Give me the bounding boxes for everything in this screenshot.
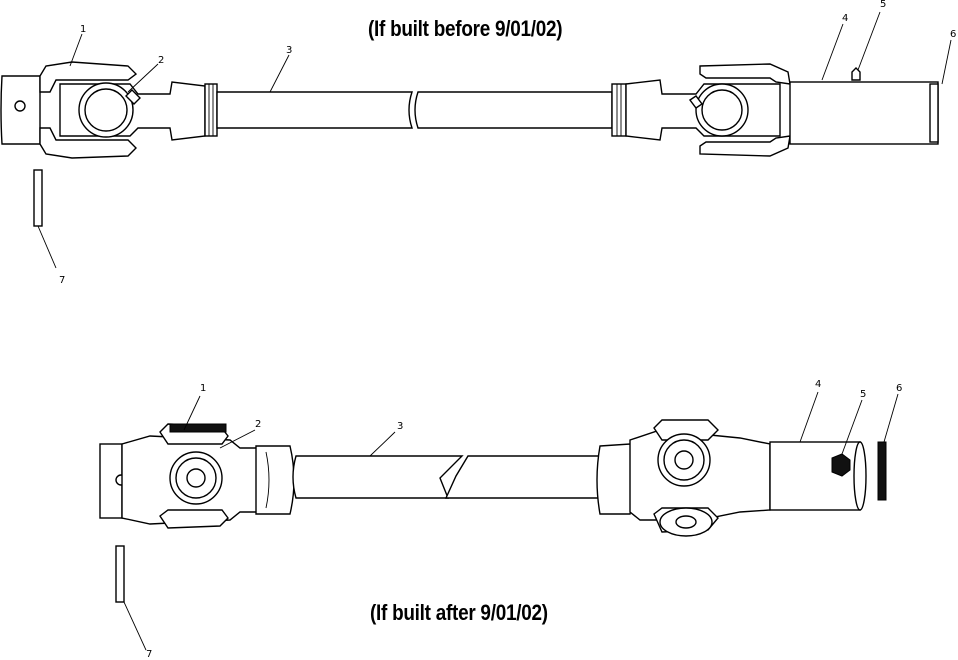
- callout-bottom-2: 2: [255, 419, 262, 430]
- bottom-right-bearing-outer: [657, 433, 711, 487]
- top-right-cross-bearing-inner: [701, 89, 743, 131]
- top-slip-yoke: [789, 81, 939, 145]
- top-right-yoke-arm-upper: [699, 63, 791, 85]
- top-left-yoke-arm-upper: [39, 61, 138, 93]
- bottom-left-yoke-arm-lower: [159, 509, 229, 529]
- bottom-left-collar: [255, 445, 295, 515]
- bottom-slip-yoke: [769, 441, 861, 511]
- caption-after: (If built after 9/01/02): [370, 600, 548, 625]
- bottom-spring: [877, 441, 887, 501]
- bottom-right-bearing-inner: [674, 450, 694, 470]
- callout-top-3: 3: [286, 45, 293, 56]
- top-right-grease-fitting: [688, 95, 704, 109]
- top-left-collar: [204, 83, 218, 137]
- top-left-yoke-arm-lower: [39, 127, 137, 159]
- callout-top-2: 2: [158, 55, 165, 66]
- bottom-left-bearing-outer: [169, 451, 223, 505]
- top-right-yoke-arm-lower: [699, 135, 791, 157]
- top-left-cross-bearing-outer: [78, 82, 134, 138]
- caption-before: (If built before 9/01/02): [368, 16, 563, 41]
- top-left-yoke-flange: [0, 75, 41, 145]
- callout-top-4: 4: [842, 13, 849, 24]
- callout-bottom-5: 5: [860, 389, 867, 400]
- bottom-assembly: [99, 419, 887, 603]
- top-roll-pin: [33, 169, 43, 227]
- bottom-roll-pin: [115, 545, 125, 603]
- callout-bottom-7: 7: [146, 649, 153, 660]
- bottom-left-flange: [169, 423, 227, 433]
- top-zerk-fitting: [851, 67, 861, 81]
- bottom-left-bearing-inner: [186, 468, 206, 488]
- top-tube-right: [414, 91, 613, 129]
- callout-bottom-4: 4: [815, 379, 822, 390]
- bottom-slip-yoke-end: [853, 441, 867, 511]
- bottom-left-bearing-mid: [175, 457, 217, 499]
- top-left-grease-fitting: [125, 89, 141, 105]
- bottom-right-lower-bearing: [659, 507, 713, 537]
- callout-top-7: 7: [59, 275, 66, 286]
- top-tube: [216, 91, 413, 129]
- callout-top-5: 5: [880, 0, 887, 10]
- callout-top-1: 1: [80, 24, 87, 35]
- top-right-collar: [611, 83, 627, 137]
- callout-top-6: 6: [950, 29, 957, 40]
- callout-bottom-3: 3: [397, 421, 404, 432]
- top-assembly: [0, 61, 939, 227]
- bottom-right-bearing-mid: [663, 439, 705, 481]
- top-leader-lines: [37, 11, 952, 269]
- top-slip-yoke-end: [929, 83, 939, 143]
- callout-bottom-6: 6: [896, 383, 903, 394]
- top-left-cross-bearing-inner: [84, 88, 128, 132]
- bottom-tube-left: [292, 455, 464, 499]
- top-left-yoke-hole: [14, 100, 26, 112]
- top-right-cross-bearing-outer: [695, 83, 749, 137]
- bottom-tube-right: [444, 455, 601, 499]
- bottom-leader-lines: [123, 391, 899, 651]
- bottom-right-collar: [596, 443, 635, 515]
- bottom-right-yoke-arm-upper: [653, 419, 719, 441]
- callout-bottom-1: 1: [200, 383, 207, 394]
